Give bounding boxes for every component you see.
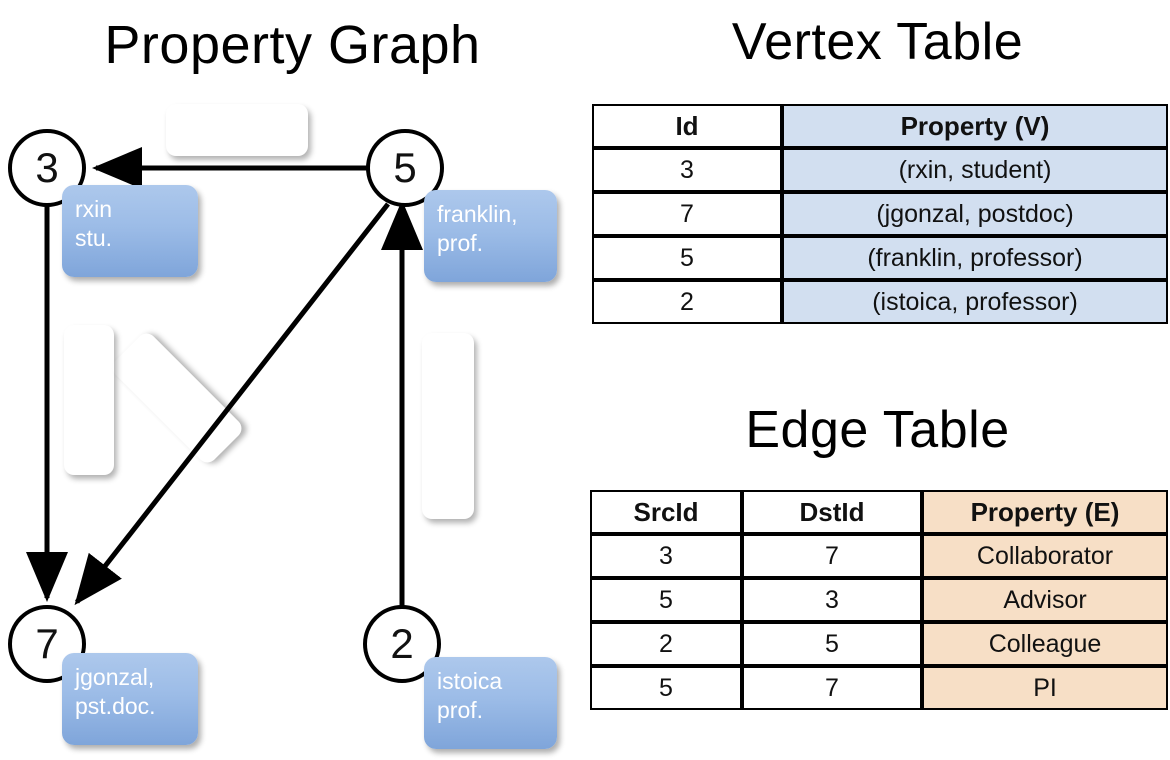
- edge-label-advisor: Advisor: [166, 104, 308, 156]
- vertex-cell-prop: (jgonzal, postdoc): [782, 192, 1168, 236]
- edge-table-title: Edge Table: [745, 401, 1010, 459]
- vertex-cell-id: 2: [592, 280, 782, 324]
- edge-5-to-7: [74, 202, 390, 606]
- table-row[interactable]: 2 (istoica, professor): [592, 280, 1168, 324]
- vertex-table-header-id: Id: [592, 104, 782, 148]
- edge-cell-dstid: 5: [742, 622, 922, 666]
- vertex-table-header-row: Id Property (V): [592, 104, 1168, 148]
- edge-table-header-srcid: SrcId: [590, 490, 742, 534]
- vertex-cell-prop: (franklin, professor): [782, 236, 1168, 280]
- vertex-cell-prop: (istoica, professor): [782, 280, 1168, 324]
- vertex-table-title: Vertex Table: [731, 13, 1024, 71]
- edge-cell-prop: Advisor: [922, 578, 1168, 622]
- vertex-table-header-prop: Property (V): [782, 104, 1168, 148]
- edge-cell-srcid: 5: [590, 578, 742, 622]
- vertex-property-istoica-line2: prof.: [437, 697, 484, 724]
- vertex-property-rxin-line1: rxin: [75, 196, 113, 222]
- vertex-property-box-franklin: franklin, prof.: [424, 190, 557, 282]
- vertex-cell-id: 3: [592, 148, 782, 192]
- vertex-property-jgonzal-line1: jgonzal,: [75, 664, 155, 690]
- vertex-node-3[interactable]: 3: [8, 129, 86, 207]
- vertex-property-box-rxin: rxin stu.: [62, 185, 198, 277]
- table-row[interactable]: 5 7 PI: [590, 666, 1168, 710]
- edge-label-colleague: Colleague: [422, 333, 474, 519]
- vertex-cell-id: 5: [592, 236, 782, 280]
- vertex-node-7-label: 7: [35, 620, 59, 667]
- edge-cell-srcid: 3: [590, 534, 742, 578]
- table-row[interactable]: 2 5 Colleague: [590, 622, 1168, 666]
- edge-cell-prop: PI: [922, 666, 1168, 710]
- vertex-node-3-label: 3: [35, 144, 59, 191]
- vertex-property-franklin-line2: prof.: [437, 230, 484, 257]
- table-row[interactable]: 5 3 Advisor: [590, 578, 1168, 622]
- vertex-property-istoica-line1: istoica: [437, 668, 503, 694]
- vertex-table: Id Property (V) 3 (rxin, student) 7 (jgo…: [592, 104, 1168, 324]
- edge-cell-dstid: 3: [742, 578, 922, 622]
- vertex-property-rxin-line2: stu.: [75, 225, 113, 252]
- table-row[interactable]: 3 (rxin, student): [592, 148, 1168, 192]
- edge-cell-prop: Colleague: [922, 622, 1168, 666]
- vertex-property-franklin-line1: franklin,: [437, 201, 518, 227]
- table-row[interactable]: 5 (franklin, professor): [592, 236, 1168, 280]
- vertex-cell-prop: (rxin, student): [782, 148, 1168, 192]
- vertex-property-box-jgonzal: jgonzal, pst.doc.: [62, 653, 198, 745]
- vertex-cell-id: 7: [592, 192, 782, 236]
- edge-table-header-dstid: DstId: [742, 490, 922, 534]
- edge-cell-prop: Collaborator: [922, 534, 1168, 578]
- graph-edges-layer: [25, 146, 424, 628]
- edge-label-collab: Collab.: [64, 325, 114, 475]
- edge-cell-srcid: 2: [590, 622, 742, 666]
- edge-cell-srcid: 5: [590, 666, 742, 710]
- vertex-property-jgonzal-line2: pst.doc.: [75, 693, 156, 720]
- table-row[interactable]: 3 7 Collaborator: [590, 534, 1168, 578]
- edge-table-header-prop: Property (E): [922, 490, 1168, 534]
- edge-cell-dstid: 7: [742, 666, 922, 710]
- property-graph-title: Property Graph: [104, 15, 481, 75]
- vertex-node-2-label: 2: [390, 620, 414, 667]
- vertex-node-5-label: 5: [393, 144, 417, 191]
- vertex-property-box-istoica: istoica prof.: [424, 657, 557, 749]
- property-graph-diagram: 3 5 7 2 rxin stu. franklin, prof. jgonza…: [0, 80, 585, 760]
- edge-table: SrcId DstId Property (E) 3 7 Collaborato…: [590, 490, 1168, 710]
- edge-table-header-row: SrcId DstId Property (E): [590, 490, 1168, 534]
- edge-cell-dstid: 7: [742, 534, 922, 578]
- table-row[interactable]: 7 (jgonzal, postdoc): [592, 192, 1168, 236]
